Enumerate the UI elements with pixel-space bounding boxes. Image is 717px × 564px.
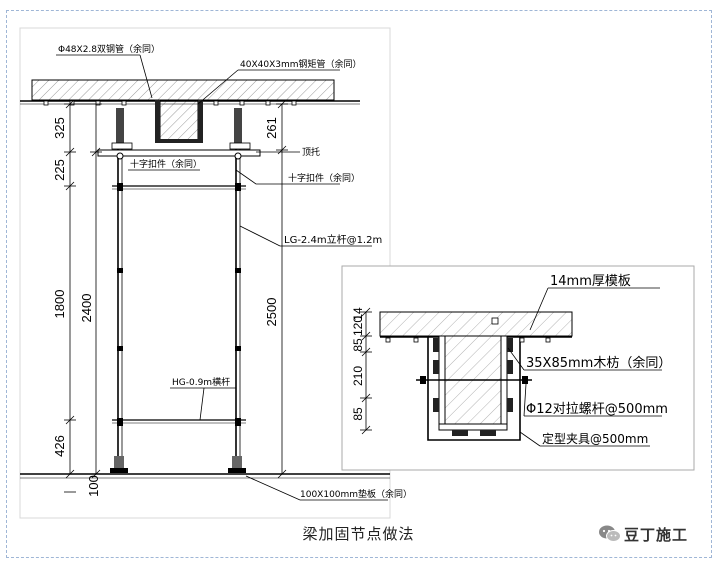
brand-name: 豆丁施工: [624, 526, 689, 544]
label-top-support: 顶托: [302, 146, 320, 158]
detail-dim-120: 120: [351, 316, 365, 336]
label-tie-bolt: Φ12对拉螺杆@500mm: [526, 402, 668, 417]
pole-nodes: [116, 152, 242, 426]
dim-225: 225: [52, 159, 67, 181]
label-hg-bar: HG-0.9m横杆: [172, 376, 230, 388]
drawing-caption: 梁加固节点做法: [302, 525, 415, 543]
detail-dimensions: [360, 307, 372, 435]
detail-panel-border: [341, 265, 695, 471]
right-dimensions: [276, 99, 288, 479]
scaffold-poles: [20, 108, 390, 479]
detail-view: 14 120 85 210 85 14mm厚模板 35X85mm木枋（余同） Φ…: [341, 265, 695, 471]
main-leaders: [56, 54, 388, 501]
label-formwork: 14mm厚模板: [550, 274, 631, 289]
label-cross-fastener-2: 十字扣件（余同）: [288, 172, 360, 184]
wechat-icon: [599, 525, 621, 542]
detail-dim-14: 14: [351, 307, 365, 321]
beam: [159, 99, 199, 141]
label-clamp: 定型夹具@500mm: [542, 431, 648, 446]
floor-slab: [20, 79, 360, 143]
dim-426: 426: [52, 435, 67, 457]
label-steel-tube: Φ48X2.8双钢管（余同）: [58, 43, 160, 55]
dim-2400: 2400: [79, 294, 94, 323]
dim-100: 100: [86, 475, 101, 497]
drawing-frame: [6, 10, 712, 558]
brand-logo: 豆丁施工: [598, 522, 713, 546]
dim-1800: 1800: [52, 290, 67, 319]
dim-325: 325: [52, 117, 67, 139]
label-base-board: 100X100mm垫板（余同）: [300, 488, 412, 500]
detail-dim-85b: 85: [351, 407, 365, 421]
detail-dim-210: 210: [351, 366, 365, 386]
detail-leaders: [507, 287, 662, 447]
left-dimensions: [64, 99, 102, 493]
detail-dim-85a: 85: [351, 338, 365, 352]
dim-261: 261: [264, 117, 279, 139]
dim-2500: 2500: [264, 298, 279, 327]
label-square-tube: 40X40X3mm钢矩管（余同）: [240, 58, 362, 70]
label-lg-pole: LG-2.4m立杆@1.2m: [284, 233, 382, 246]
label-timber: 35X85mm木枋（余同）: [526, 355, 671, 371]
main-elevation: 325 225 1800 426 100 2400 261 2500 Φ48X2…: [19, 27, 412, 519]
label-cross-fastener-1: 十字扣件（余同）: [130, 158, 202, 170]
